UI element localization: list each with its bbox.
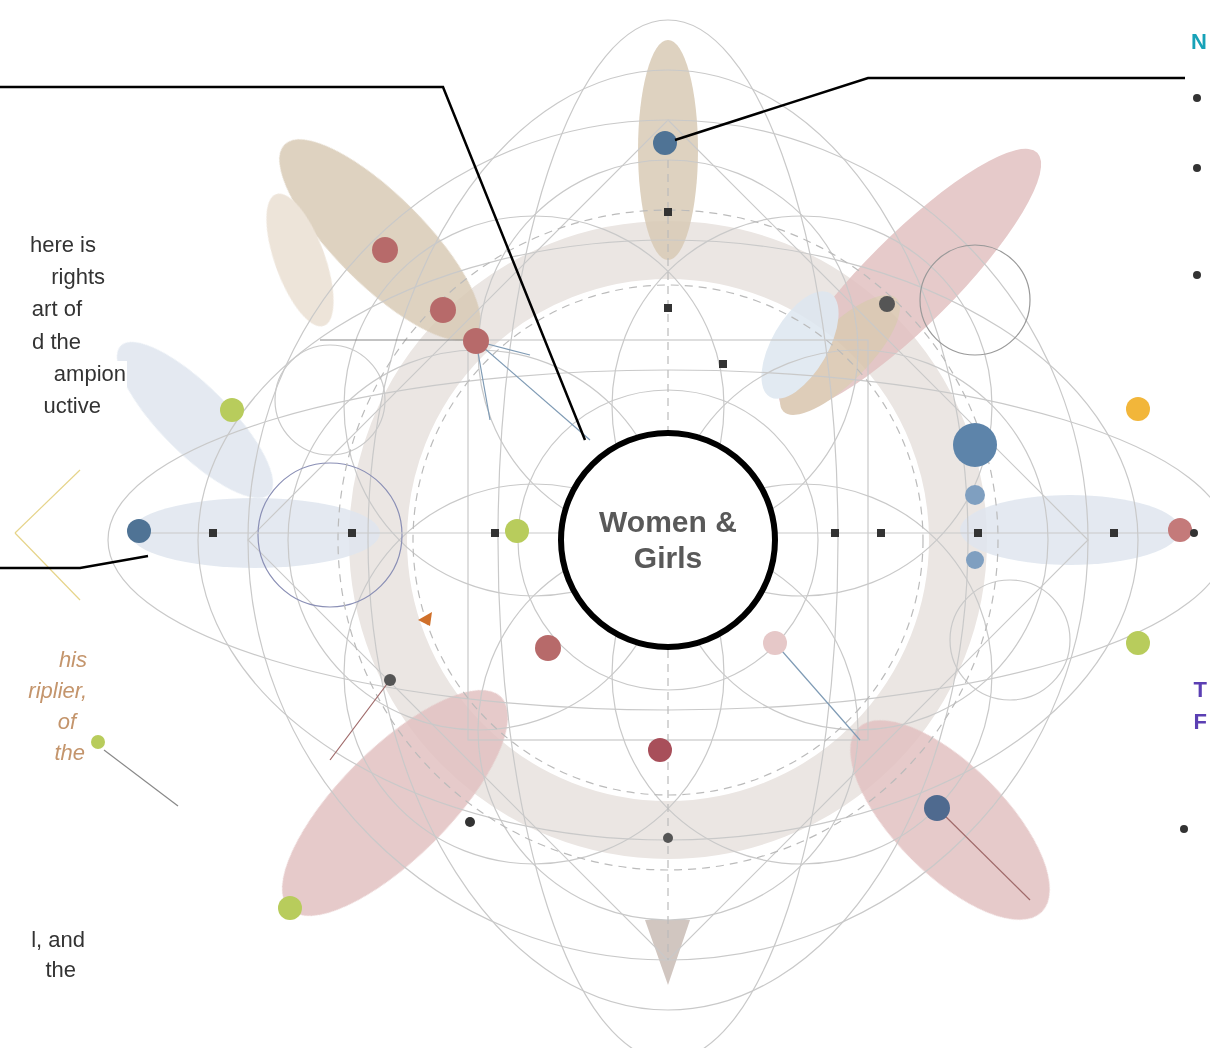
node-text: Women & Girls xyxy=(593,504,743,576)
text-fragment: d the xyxy=(31,329,82,355)
note-fragment: of xyxy=(57,709,77,735)
text-fragment: art of xyxy=(31,296,83,322)
heading-fragment: F xyxy=(1193,709,1208,735)
text-fragment: here is xyxy=(29,232,97,258)
text-fragment: ampion xyxy=(53,361,127,387)
text-fragment: uctive xyxy=(43,393,102,419)
note-fragment: riplier, xyxy=(27,678,88,704)
heading-fragment: T xyxy=(1193,677,1208,703)
text-fragment: the xyxy=(44,957,77,983)
note-fragment: the xyxy=(53,740,86,766)
center-circle: Women & Girls xyxy=(558,430,778,650)
note-fragment: his xyxy=(58,647,88,673)
text-fragment: rights xyxy=(50,264,106,290)
heading-fragment: N xyxy=(1190,29,1208,55)
text-fragment: l, and xyxy=(30,927,86,953)
